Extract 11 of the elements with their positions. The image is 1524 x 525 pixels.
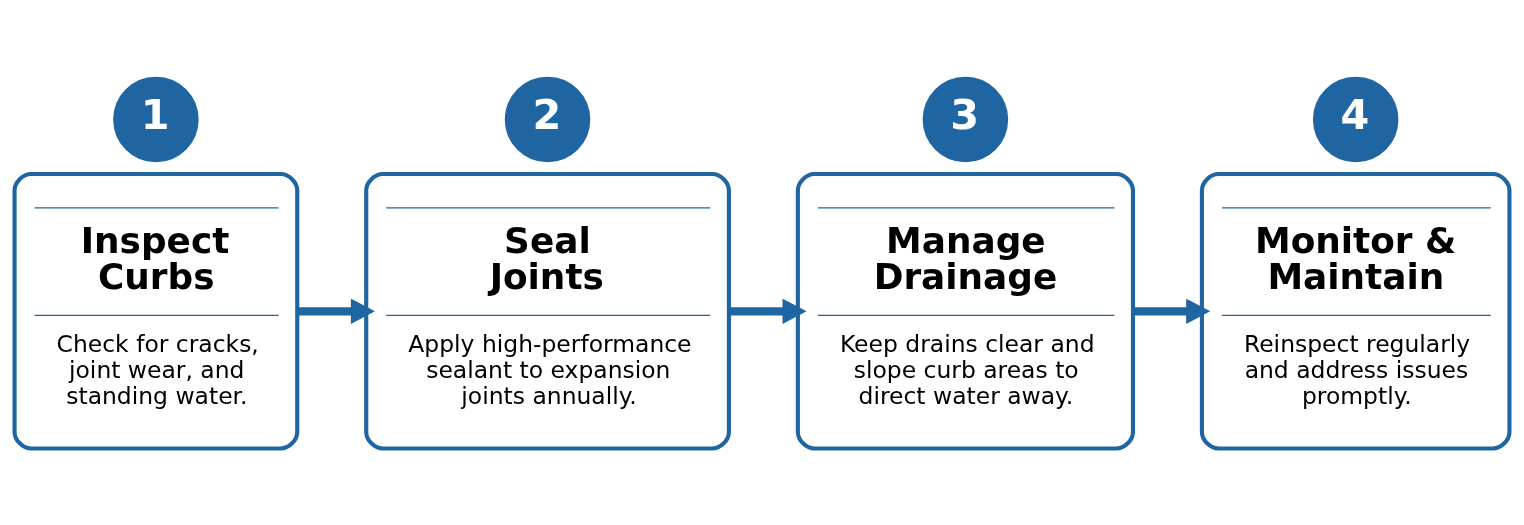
node-circle: 2 <box>504 76 591 162</box>
node-box: Monitor & Maintain Reinspect regularly and address issues promptly. <box>1199 171 1512 451</box>
node-circle: 4 <box>1312 76 1399 162</box>
node-box: Manage Drainage Keep drains clear and slope curb areas to direct water away. <box>795 171 1136 451</box>
arrow <box>297 298 375 324</box>
node-box: Seal Joints Apply high-performance sealant to expansion joints annually. <box>364 171 731 451</box>
arrow <box>1133 298 1211 324</box>
arrow <box>729 298 807 324</box>
node-circle: 1 <box>113 76 199 162</box>
node-box: Inspect Curbs Check for cracks, joint wear, and standing water. <box>12 171 300 451</box>
node-circle: 3 <box>922 76 1009 162</box>
